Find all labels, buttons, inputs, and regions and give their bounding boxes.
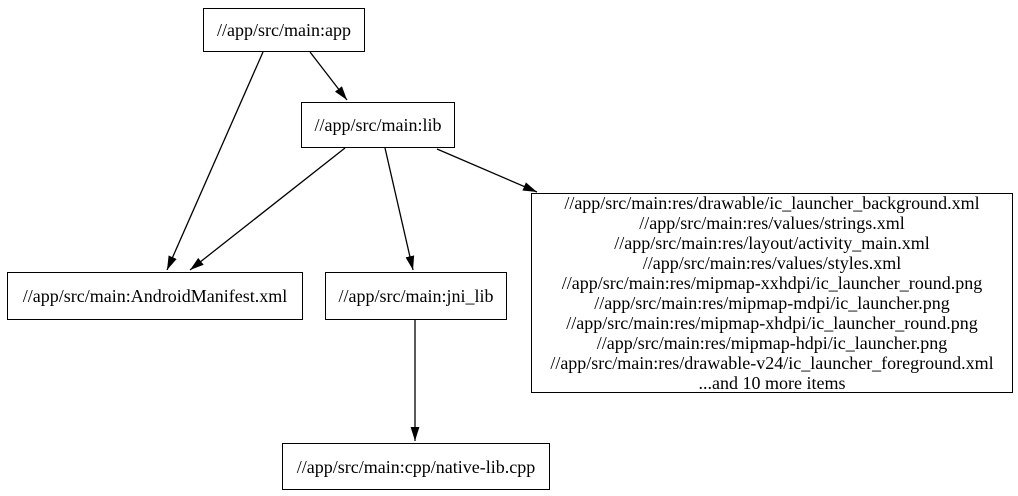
graph-node-lib: //app/src/main:lib (301, 102, 455, 148)
node-app-label: //app/src/main:app (217, 20, 351, 40)
res-item: //app/src/main:res/mipmap-xxhdpi/ic_laun… (561, 273, 983, 293)
res-item: //app/src/main:res/mipmap-xhdpi/ic_launc… (566, 313, 978, 333)
res-item: //app/src/main:res/drawable/ic_launcher_… (564, 193, 980, 213)
edge-app-to-android_manifest (166, 51, 264, 271)
edge-lib-to-jni_lib (384, 147, 415, 271)
res-item: //app/src/main:res/values/strings.xml (639, 213, 905, 233)
graph-node-native-lib-cpp: //app/src/main:cpp/native-lib.cpp (282, 443, 550, 490)
edge-lib-to-android_manifest (189, 147, 346, 271)
edge-lib-to-res_group (436, 148, 538, 193)
graph-node-res-group: //app/src/main:res/drawable/ic_launcher_… (531, 193, 1013, 393)
node-lib-label: //app/src/main:lib (314, 115, 442, 135)
res-item: //app/src/main:res/mipmap-hdpi/ic_launch… (596, 333, 948, 353)
graph-node-androidmanifest: //app/src/main:AndroidManifest.xml (7, 272, 303, 320)
graph-node-app: //app/src/main:app (203, 8, 365, 52)
res-item: //app/src/main:res/layout/activity_main.… (614, 233, 930, 253)
graph-node-jni-lib: //app/src/main:jni_lib (325, 272, 507, 320)
res-item: //app/src/main:res/mipmap-mdpi/ic_launch… (594, 293, 950, 313)
node-jni-lib-label: //app/src/main:jni_lib (338, 286, 494, 306)
res-more-items-label: ...and 10 more items (698, 373, 846, 393)
node-native-lib-cpp-label: //app/src/main:cpp/native-lib.cpp (296, 456, 536, 477)
res-item: //app/src/main:res/values/styles.xml (642, 253, 902, 273)
edge-app-to-lib (309, 51, 348, 101)
node-androidmanifest-label: //app/src/main:AndroidManifest.xml (22, 286, 288, 306)
res-item: //app/src/main:res/drawable-v24/ic_launc… (550, 353, 994, 373)
